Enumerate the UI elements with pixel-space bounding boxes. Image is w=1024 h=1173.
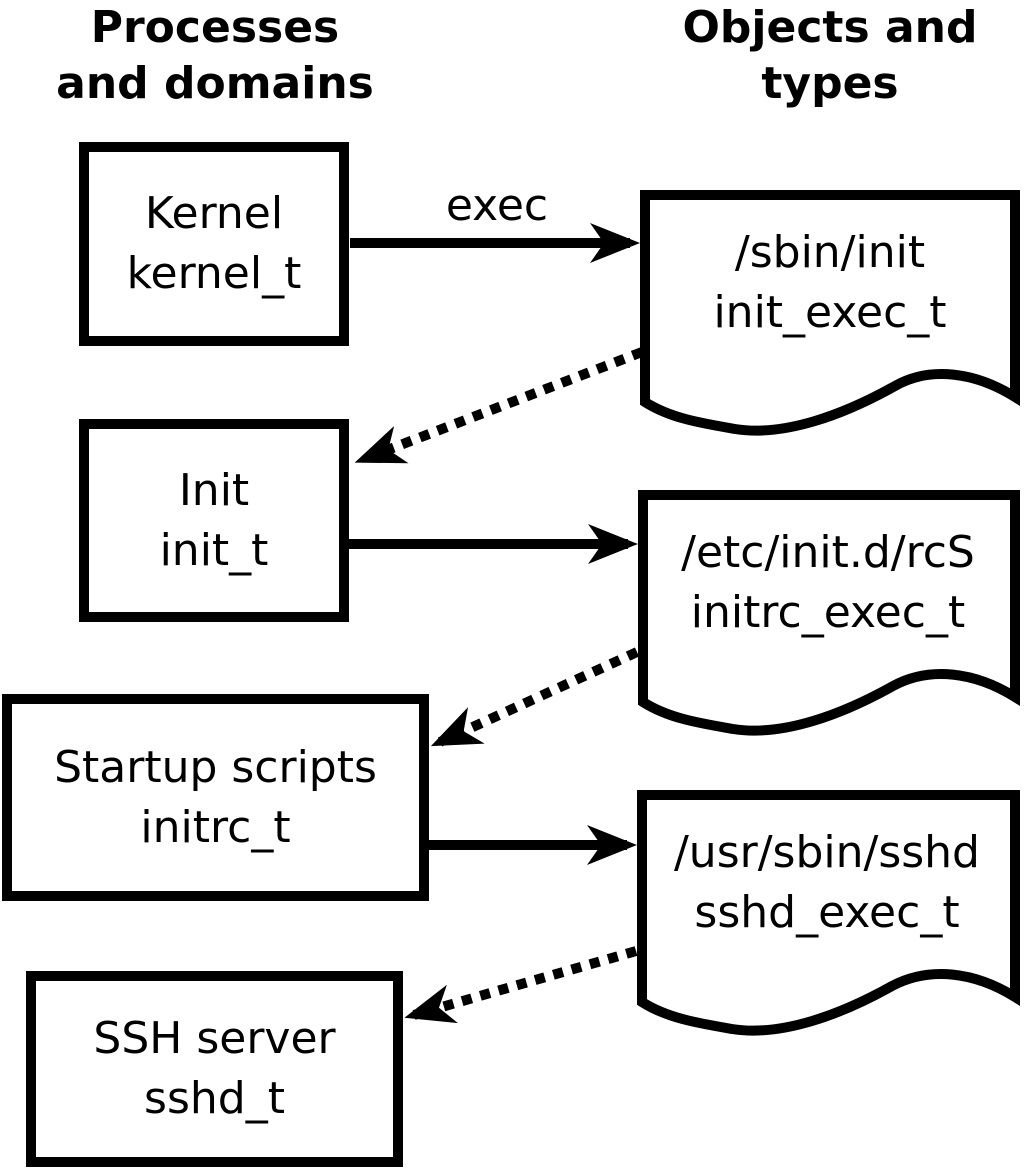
column-header-objects: Objects and types: [682, 2, 978, 109]
process-box-ssh-server: SSH server sshd_t: [26, 971, 403, 1167]
column-header-processes: Processes and domains: [56, 2, 374, 109]
object-path: /etc/init.d/rcS: [681, 527, 975, 578]
process-box-startup-scripts: Startup scripts initrc_t: [2, 694, 429, 901]
object-doc-initrc-exec: /etc/init.d/rcS initrc_exec_t: [638, 492, 1018, 674]
process-domain: kernel_t: [126, 248, 302, 299]
object-doc-sshd-exec: /usr/sbin/sshd sshd_exec_t: [637, 792, 1017, 974]
process-domain: init_t: [159, 524, 269, 576]
dotted-arrow-initrc-exec-to-initrc: [430, 647, 640, 747]
process-name: Init: [178, 464, 250, 516]
object-path: /sbin/init: [734, 227, 926, 278]
dotted-arrow-sshd-exec-to-sshd: [404, 946, 638, 1024]
document-shape-sshd-exec: [637, 790, 1020, 1036]
exec-arrow-label: exec: [445, 180, 549, 231]
object-path: /usr/sbin/sshd: [673, 827, 980, 878]
object-type: initrc_exec_t: [690, 587, 966, 638]
document-shape-initrc-exec: [638, 490, 1020, 736]
process-name: Startup scripts: [54, 741, 377, 793]
object-doc-init-exec: /sbin/init init_exec_t: [640, 192, 1020, 374]
process-box-kernel: Kernel kernel_t: [79, 142, 349, 346]
dotted-arrow-init-exec-to-init: [354, 347, 644, 464]
process-domain: sshd_t: [144, 1073, 285, 1124]
process-box-init: Init init_t: [79, 419, 349, 622]
object-type: sshd_exec_t: [694, 887, 960, 938]
process-name: SSH server: [93, 1013, 336, 1064]
object-type: init_exec_t: [713, 287, 947, 338]
process-name: Kernel: [144, 188, 284, 239]
document-shape-init-exec: [640, 190, 1020, 436]
process-domain: initrc_t: [140, 801, 291, 853]
